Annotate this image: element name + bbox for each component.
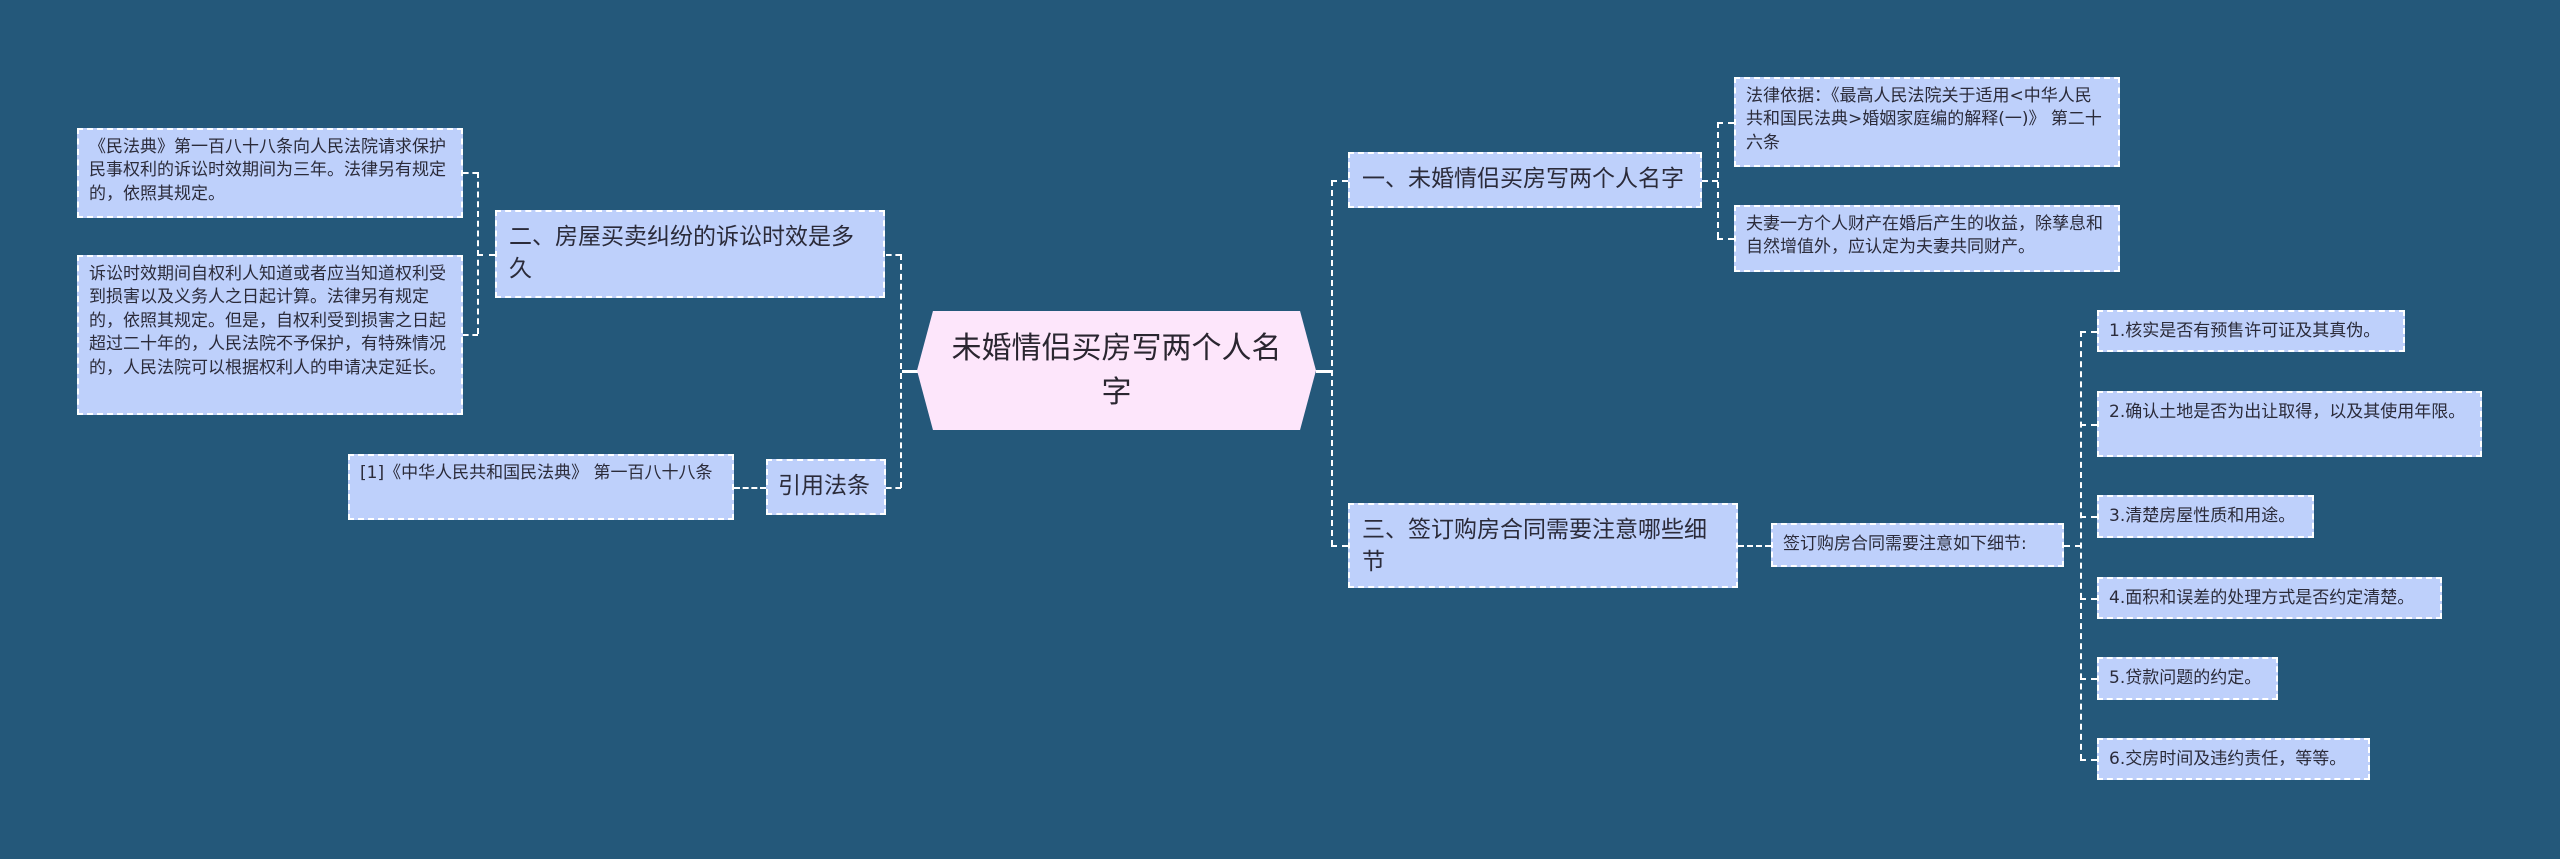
connector-right-spine <box>1331 180 1333 546</box>
statute-detail-text-2: 诉讼时效期间自权利人知道或者应当知道权利受到损害以及义务人之日起计算。法律另有规… <box>89 264 446 378</box>
names-detail-node-2[interactable]: 夫妻一方个人财产在婚后产生的收益，除孳息和自然增值外，应认定为夫妻共同财产。 <box>1734 205 2120 272</box>
connector-right-to-contract <box>1331 545 1348 547</box>
contract-item-2[interactable]: 2.确认土地是否为出让取得，以及其使用年限。 <box>2097 391 2482 457</box>
contract-item-text-1: 1.核实是否有预售许可证及其真伪。 <box>2109 321 2381 341</box>
branch-contract-label: 三、签订购房合同需要注意哪些细节 <box>1362 517 1707 575</box>
contract-item-5[interactable]: 5.贷款问题的约定。 <box>2097 657 2278 700</box>
contract-intermediate-node[interactable]: 签订购房合同需要注意如下细节: <box>1771 523 2064 567</box>
names-detail-text-1: 法律依据：《最高人民法院关于适用<中华人民共和国民法典>婚姻家庭编的解释(一)》… <box>1746 86 2102 153</box>
connector-statute-child-2 <box>463 334 478 336</box>
branch-statute-label: 二、房屋买卖纠纷的诉讼时效是多久 <box>509 224 854 282</box>
connector-list-spine <box>2080 331 2082 760</box>
contract-intermediate-text: 签订购房合同需要注意如下细节: <box>1783 534 2027 554</box>
root-topic[interactable]: 未婚情侣买房写两个人名字 <box>917 311 1316 430</box>
branch-citation-label: 引用法条 <box>778 473 870 499</box>
contract-item-6[interactable]: 6.交房时间及违约责任，等等。 <box>2097 738 2370 780</box>
connector-left-to-statute <box>886 254 901 256</box>
connector-item-2 <box>2080 424 2097 426</box>
branch-contract-node[interactable]: 三、签订购房合同需要注意哪些细节 <box>1348 503 1738 588</box>
statute-detail-node-1[interactable]: 《民法典》第一百八十八条向人民法院请求保护民事权利的诉讼时效期间为三年。法律另有… <box>77 128 463 218</box>
branch-citation-node[interactable]: 引用法条 <box>766 459 886 515</box>
connector-item-3 <box>2080 516 2097 518</box>
connector-names-hub <box>1702 180 1718 182</box>
connector-statute-hub <box>477 254 495 256</box>
connector-names-child-1 <box>1717 122 1734 124</box>
root-topic-label: 未婚情侣买房写两个人名字 <box>951 331 1282 410</box>
contract-item-text-6: 6.交房时间及违约责任，等等。 <box>2109 749 2347 769</box>
connector-contract-intermediate <box>1738 545 1771 547</box>
citation-detail-node[interactable]: [1]《中华人民共和国民法典》 第一百八十八条 <box>348 454 734 520</box>
connector-right-to-names <box>1331 180 1348 182</box>
connector-item-1 <box>2080 331 2097 333</box>
connector-root-right <box>1316 370 1333 373</box>
contract-item-text-5: 5.贷款问题的约定。 <box>2109 668 2262 688</box>
connector-item-5 <box>2080 678 2097 680</box>
connector-statute-child-1 <box>463 172 478 174</box>
branch-names-node[interactable]: 一、未婚情侣买房写两个人名字 <box>1348 152 1702 208</box>
connector-root-left <box>902 370 918 373</box>
connector-names-spine <box>1717 122 1719 238</box>
connector-item-4 <box>2080 598 2097 600</box>
connector-item-6 <box>2080 759 2097 761</box>
contract-item-text-4: 4.面积和误差的处理方式是否约定清楚。 <box>2109 588 2415 608</box>
statute-detail-node-2[interactable]: 诉讼时效期间自权利人知道或者应当知道权利受到损害以及义务人之日起计算。法律另有规… <box>77 255 463 415</box>
connector-citation-child <box>734 487 766 489</box>
contract-item-4[interactable]: 4.面积和误差的处理方式是否约定清楚。 <box>2097 577 2442 619</box>
connector-list-hub <box>2064 545 2081 547</box>
statute-detail-text-1: 《民法典》第一百八十八条向人民法院请求保护民事权利的诉讼时效期间为三年。法律另有… <box>89 137 446 204</box>
citation-detail-text: [1]《中华人民共和国民法典》 第一百八十八条 <box>360 463 713 483</box>
contract-item-text-3: 3.清楚房屋性质和用途。 <box>2109 506 2296 526</box>
contract-item-3[interactable]: 3.清楚房屋性质和用途。 <box>2097 495 2314 538</box>
connector-statute-spine <box>477 172 479 334</box>
names-detail-node-1[interactable]: 法律依据：《最高人民法院关于适用<中华人民共和国民法典>婚姻家庭编的解释(一)》… <box>1734 77 2120 167</box>
connector-names-child-2 <box>1717 238 1734 240</box>
branch-statute-node[interactable]: 二、房屋买卖纠纷的诉讼时效是多久 <box>495 210 885 298</box>
names-detail-text-2: 夫妻一方个人财产在婚后产生的收益，除孳息和自然增值外，应认定为夫妻共同财产。 <box>1746 214 2103 258</box>
connector-left-to-citation <box>886 487 901 489</box>
contract-item-1[interactable]: 1.核实是否有预售许可证及其真伪。 <box>2097 310 2405 352</box>
branch-names-label: 一、未婚情侣买房写两个人名字 <box>1362 166 1684 192</box>
contract-item-text-2: 2.确认土地是否为出让取得，以及其使用年限。 <box>2109 402 2466 422</box>
connector-left-spine <box>900 254 902 488</box>
